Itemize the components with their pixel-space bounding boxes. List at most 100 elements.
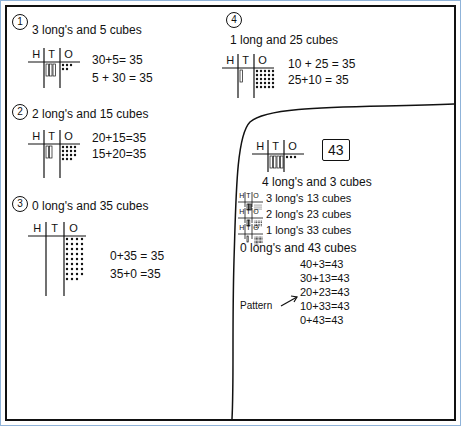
unit-cube xyxy=(264,82,266,84)
unit-cube xyxy=(260,78,262,80)
table-rule xyxy=(283,140,284,172)
unit-cube xyxy=(260,74,262,76)
unit-cube xyxy=(66,158,68,160)
unit-cube xyxy=(272,74,274,76)
table-rule xyxy=(252,208,253,223)
unit-cube xyxy=(264,70,266,72)
place-value-header: T xyxy=(246,192,250,200)
unit-cube xyxy=(272,78,274,80)
place-value-header: H xyxy=(33,222,41,235)
unit-cube xyxy=(255,221,256,222)
problem-number: 1 xyxy=(12,14,28,30)
problem-number: 4 xyxy=(226,12,242,28)
table-rule xyxy=(28,235,86,236)
unit-cube xyxy=(71,268,73,270)
unit-cube xyxy=(71,253,73,255)
unit-cube xyxy=(255,222,256,223)
unit-cube xyxy=(81,248,83,250)
unit-cube xyxy=(256,78,258,80)
problem-number: 3 xyxy=(12,196,28,212)
unit-cube xyxy=(76,248,78,250)
unit-cube xyxy=(261,224,262,225)
place-value-header: T xyxy=(48,48,55,61)
unit-cube xyxy=(261,209,262,210)
unit-cube xyxy=(66,258,68,260)
unit-cube xyxy=(262,239,263,240)
unit-cube xyxy=(70,150,72,152)
place-value-header: H xyxy=(256,140,264,153)
handwritten-note: 0+35 = 35 xyxy=(110,250,164,264)
unit-cube xyxy=(264,74,266,76)
unit-cube xyxy=(81,238,83,240)
place-value-header: T xyxy=(242,54,249,67)
unit-cube xyxy=(260,86,262,88)
place-value-header: H xyxy=(32,130,40,143)
unit-cube xyxy=(74,154,76,156)
unit-cube xyxy=(74,150,76,152)
handwritten-note: 3 long's 13 cubes xyxy=(266,192,351,205)
place-value-header: O xyxy=(253,208,258,216)
unit-cube xyxy=(81,258,83,260)
divider-curve xyxy=(232,104,454,419)
place-value-header: O xyxy=(258,54,267,67)
handwritten-note: 10+33=43 xyxy=(300,300,350,313)
unit-cube xyxy=(272,86,274,88)
table-rule xyxy=(59,130,60,178)
handwritten-note: 20+15=35 xyxy=(92,132,146,146)
table-rule xyxy=(252,153,304,154)
unit-cube xyxy=(268,74,270,76)
unit-cube xyxy=(62,154,64,156)
handwritten-note: 1 long's 33 cubes xyxy=(266,224,351,237)
unit-cube xyxy=(256,82,258,84)
unit-cube xyxy=(257,239,258,240)
unit-cube xyxy=(71,278,73,280)
unit-cube xyxy=(71,238,73,240)
unit-cube xyxy=(81,263,83,265)
unit-cube xyxy=(71,263,73,265)
table-rule xyxy=(45,222,46,296)
unit-cube xyxy=(258,222,259,223)
unit-cube xyxy=(66,268,68,270)
place-value-header: H xyxy=(32,48,40,61)
unit-cube xyxy=(66,146,68,148)
handwritten-note: 3 long's and 5 cubes xyxy=(32,24,142,38)
unit-cube xyxy=(259,207,260,208)
handwritten-note: 10 + 25 = 35 xyxy=(288,58,355,72)
place-value-header: H xyxy=(239,192,244,200)
unit-cube xyxy=(262,237,263,238)
place-value-header: O xyxy=(64,130,73,143)
unit-cube xyxy=(260,238,261,239)
unit-cube xyxy=(259,221,260,222)
unit-cube xyxy=(66,253,68,255)
unit-cube xyxy=(70,146,72,148)
number-text: 43 xyxy=(328,142,344,158)
ten-long xyxy=(46,64,49,76)
problem-number: 2 xyxy=(12,104,28,120)
ten-long xyxy=(240,70,243,82)
unit-cube xyxy=(76,268,78,270)
unit-cube xyxy=(261,222,262,223)
ten-long xyxy=(270,156,273,168)
unit-cube xyxy=(66,238,68,240)
place-value-header: T xyxy=(272,140,279,153)
place-value-header: H xyxy=(239,208,244,216)
unit-cube xyxy=(294,156,296,158)
unit-cube xyxy=(259,225,260,226)
unit-cube xyxy=(70,154,72,156)
unit-cube xyxy=(268,70,270,72)
unit-cube xyxy=(66,154,68,156)
table-rule xyxy=(245,224,246,239)
unit-cube xyxy=(81,273,83,275)
handwritten-note: 40+3=43 xyxy=(300,258,343,271)
unit-cube xyxy=(62,158,64,160)
unit-cube xyxy=(76,253,78,255)
unit-cube xyxy=(62,150,64,152)
table-rule xyxy=(59,48,60,88)
unit-cube xyxy=(76,273,78,275)
drawing-frame xyxy=(6,6,455,420)
unit-cube xyxy=(259,239,260,240)
unit-cube xyxy=(256,86,258,88)
unit-cube xyxy=(260,237,261,238)
